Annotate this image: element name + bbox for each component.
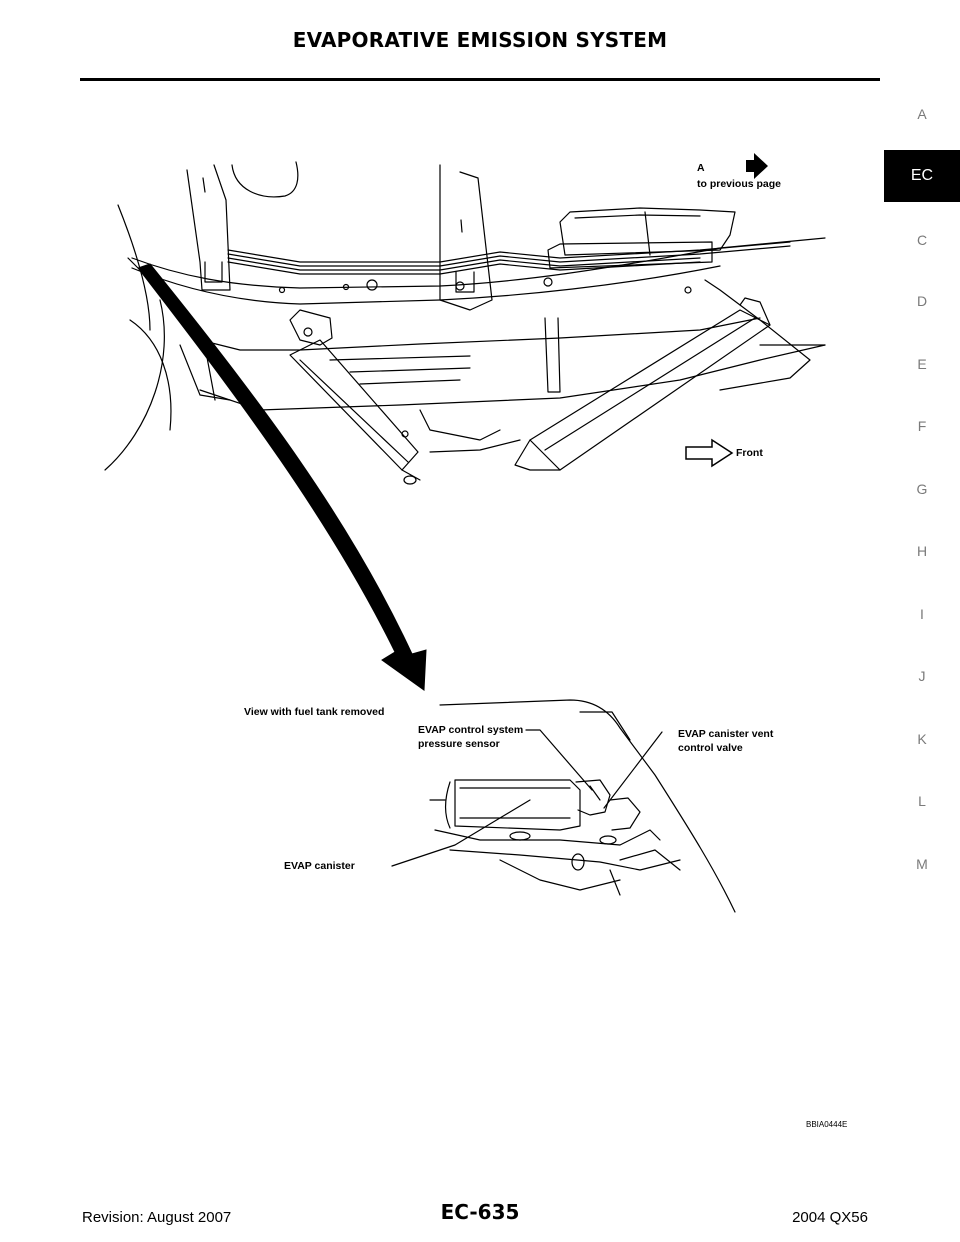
to-previous-page-link[interactable]: to previous page <box>697 178 781 190</box>
index-tab-h[interactable]: H <box>916 543 928 559</box>
index-tab-e[interactable]: E <box>917 356 927 372</box>
previous-page-arrow-icon <box>746 153 768 179</box>
page-title: EVAPORATIVE EMISSION SYSTEM <box>292 28 668 52</box>
index-tab-ec[interactable]: EC <box>884 150 960 202</box>
footer-revision: Revision: August 2007 <box>82 1209 232 1226</box>
callout-pressure-sensor-line2: pressure sensor <box>418 738 500 750</box>
index-tab-a[interactable]: A <box>917 106 927 122</box>
callout-vent-valve-line2: control valve <box>678 742 743 754</box>
front-label: Front <box>736 447 763 459</box>
header-rule <box>80 78 880 81</box>
callout-evap-canister: EVAP canister <box>284 860 355 872</box>
footer-page-number: EC-635 <box>440 1200 520 1224</box>
index-tab-c[interactable]: C <box>916 232 928 248</box>
index-tab-l[interactable]: L <box>918 793 926 809</box>
index-tab-k[interactable]: K <box>917 731 927 747</box>
section-index-tabs: A EC C D E F G H I J K L M <box>884 0 960 1242</box>
callout-pressure-sensor-line1: EVAP control system <box>418 724 523 736</box>
footer-model: 2004 QX56 <box>792 1209 868 1226</box>
index-tab-d[interactable]: D <box>916 293 928 309</box>
callout-vent-valve-line1: EVAP canister vent <box>678 728 774 740</box>
index-tab-j[interactable]: J <box>918 668 926 684</box>
index-tab-g[interactable]: G <box>916 481 928 497</box>
front-arrow-icon <box>685 438 734 468</box>
index-tab-m[interactable]: M <box>916 856 928 872</box>
inset-title: View with fuel tank removed <box>244 706 384 718</box>
inset-pointer-arrow <box>137 263 427 691</box>
reference-letter-a: A <box>697 162 705 174</box>
index-tab-i[interactable]: I <box>920 606 924 622</box>
index-tab-f[interactable]: F <box>917 418 927 434</box>
figure-code: BBIA0444E <box>806 1120 847 1129</box>
evap-system-illustration: A to previous page Front View with fuel … <box>104 153 847 1129</box>
